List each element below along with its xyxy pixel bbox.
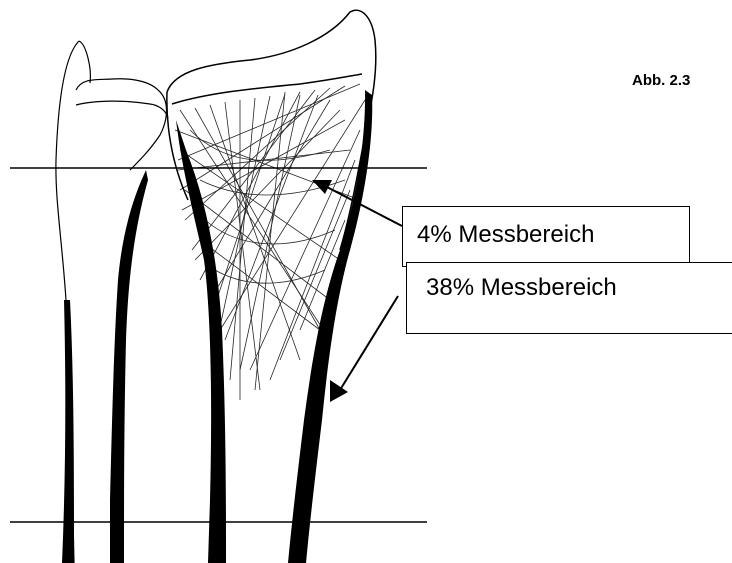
arrow-38-percent — [330, 296, 398, 402]
fibula-cortex — [110, 170, 148, 563]
fibula-inner-cortex — [62, 300, 74, 563]
callout-4-percent-region: 4% Messbereich — [402, 206, 690, 267]
figure-label: Abb. 2.3 — [632, 72, 690, 89]
callout-38-percent-region: 38% Messbereich — [406, 262, 732, 334]
tibia-left-cortex — [176, 120, 226, 563]
